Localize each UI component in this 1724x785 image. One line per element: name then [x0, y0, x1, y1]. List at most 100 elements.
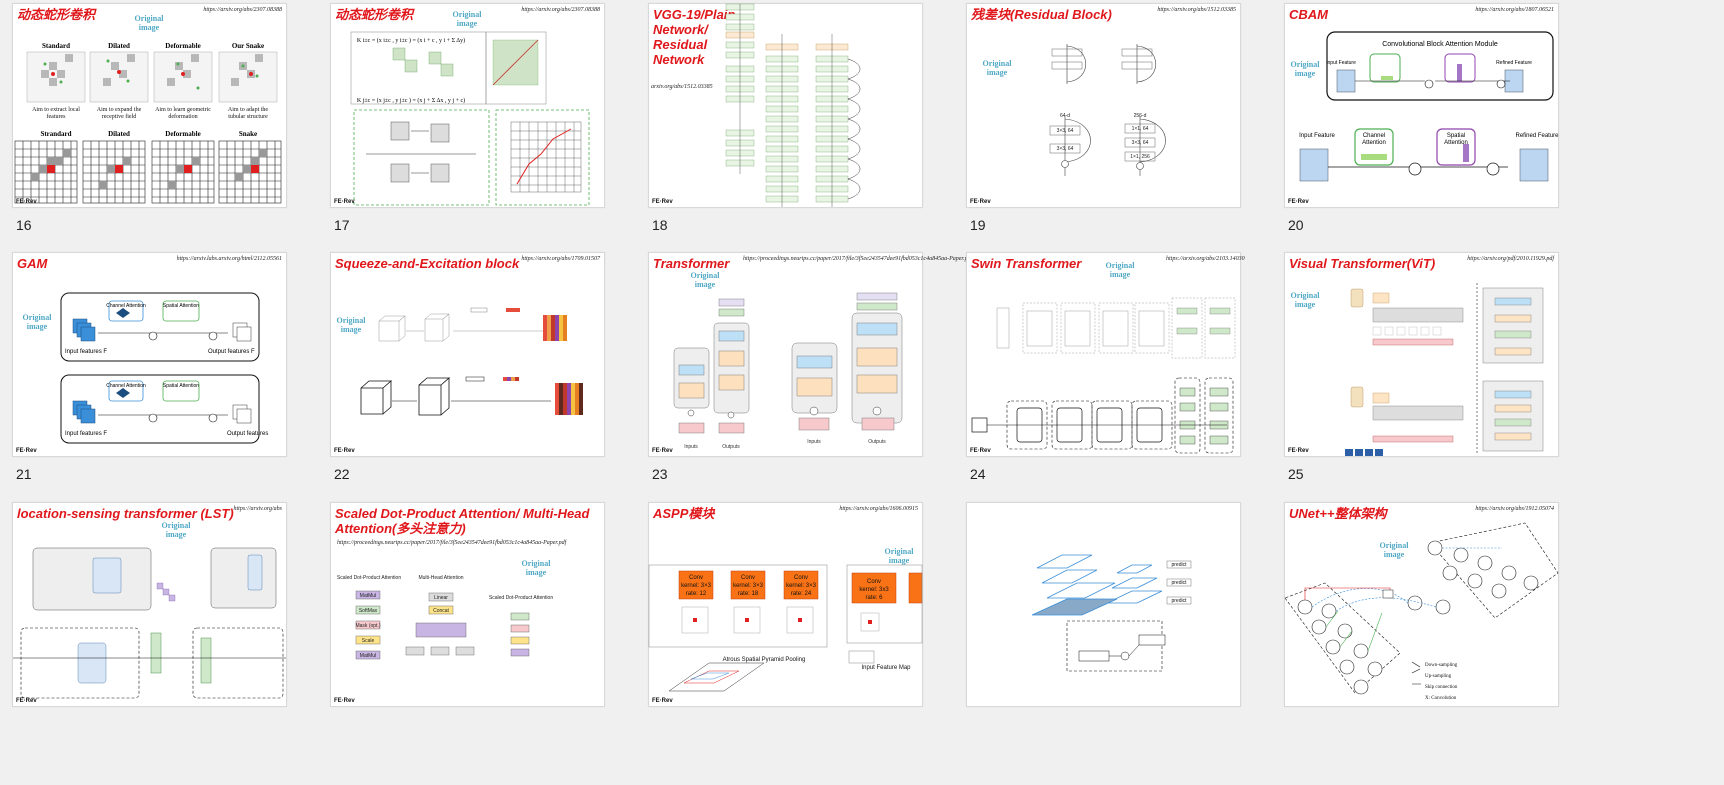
- slide-url: https://arxiv.org/abs/2103.14030: [1166, 256, 1245, 262]
- svg-text:K i±c = (x i±c , y i±c ) = (x: K i±c = (x i±c , y i±c ) = (x i + c , y …: [357, 37, 465, 44]
- slide-number: 19: [970, 217, 986, 233]
- slide-url: https://proceedings.neurips.cc/paper/201…: [743, 256, 973, 262]
- slide-number: 20: [1288, 217, 1304, 233]
- svg-text:Input Feature Map: Input Feature Map: [861, 665, 911, 671]
- svg-text:Input Feature: Input Feature: [1326, 60, 1356, 66]
- slide-url: https://proceedings.neurips.cc/paper/201…: [337, 540, 567, 546]
- svg-text:Down-sampling: Down-sampling: [1425, 663, 1458, 668]
- svg-text:tubular structure: tubular structure: [228, 114, 268, 120]
- slide-number: 16: [16, 217, 32, 233]
- svg-text:Scaled Dot-Product Attention: Scaled Dot-Product Attention: [489, 595, 553, 601]
- svg-text:Spatial: Spatial: [1447, 133, 1465, 139]
- slide-url: https://arxiv.org/abs/1912.05074: [1475, 506, 1554, 512]
- slide-25[interactable]: Visual Transformer(ViT) https://arxiv.or…: [1284, 252, 1559, 457]
- slide-url: https://arxiv.org/abs/1807.06521: [1475, 7, 1554, 13]
- slide-22[interactable]: Squeeze-and-Excitation block https://arx…: [330, 252, 605, 457]
- svg-text:Outputs: Outputs: [868, 439, 886, 445]
- logo: FE·Rev: [970, 199, 991, 205]
- logo: FE·Rev: [16, 448, 37, 454]
- slide-number: 25: [1288, 466, 1304, 482]
- logo: FE·Rev: [334, 698, 355, 704]
- logo: FE·Rev: [334, 448, 355, 454]
- svg-text:Refined Feature: Refined Feature: [1515, 133, 1559, 139]
- slide-url: https://arxiv.org/abs/2307.08388: [521, 7, 600, 13]
- logo: FE·Rev: [16, 698, 37, 704]
- svg-text:SoftMax: SoftMax: [359, 608, 378, 614]
- original-image-label: Original image: [884, 547, 914, 565]
- svg-text:rate: 24: rate: 24: [791, 591, 812, 597]
- original-image-label: Original image: [452, 10, 482, 28]
- slide-attention[interactable]: Scaled Dot-Product Attention/ Multi-Head…: [330, 502, 605, 707]
- svg-text:Snake: Snake: [239, 130, 257, 138]
- slide-unetpp[interactable]: UNet++整体架构 https://arxiv.org/abs/1912.05…: [1284, 502, 1559, 707]
- slide-title: Visual Transformer(ViT): [1289, 256, 1436, 271]
- slide-17[interactable]: 动态蛇形卷积 https://arxiv.org/abs/2307.08388 …: [330, 3, 605, 208]
- svg-text:Multi-Head Attention: Multi-Head Attention: [418, 575, 463, 581]
- slide-21[interactable]: GAM https://arxiv.labs.arxiv.org/html/21…: [12, 252, 287, 457]
- svg-text:Deformable: Deformable: [165, 42, 200, 50]
- svg-text:Outputs: Outputs: [722, 444, 740, 450]
- svg-text:Aim to learn geometric: Aim to learn geometric: [155, 107, 211, 113]
- svg-text:Standard: Standard: [42, 42, 70, 50]
- svg-text:predict: predict: [1171, 562, 1187, 568]
- slide-number: 23: [652, 466, 668, 482]
- svg-text:Refined Feature: Refined Feature: [1496, 60, 1532, 66]
- svg-text:Channel: Channel: [1363, 133, 1385, 139]
- slide-24[interactable]: Swin Transformer https://arxiv.org/abs/2…: [966, 252, 1245, 457]
- original-image-label: Original image: [1379, 541, 1409, 559]
- svg-text:Aim to expand the: Aim to expand the: [97, 107, 142, 113]
- slide-18[interactable]: VGG-19/Plain Network/ Residual Network a…: [648, 3, 923, 208]
- svg-text:Input Feature: Input Feature: [1299, 133, 1335, 139]
- slide-aspp[interactable]: ASPP模块 https://arxiv.org/abs/1606.00915 …: [648, 502, 923, 707]
- svg-text:Input features F: Input features F: [65, 431, 107, 437]
- original-image-label: Original image: [982, 59, 1012, 77]
- svg-text:rate: 18: rate: 18: [738, 591, 759, 597]
- slide-16[interactable]: 动态蛇形卷积 https://arxiv.org/abs/2307.08388 …: [12, 3, 287, 208]
- slide-url: https://arxiv.org/abs/2307.08388: [203, 7, 282, 13]
- svg-text:Spatial Attention: Spatial Attention: [163, 303, 199, 309]
- svg-text:Spatial Attention: Spatial Attention: [163, 383, 199, 389]
- svg-text:Our Snake: Our Snake: [232, 42, 264, 50]
- svg-text:deformation: deformation: [168, 113, 197, 120]
- slide-url: https://arxiv.org/abs: [233, 506, 283, 512]
- svg-text:Channel Attention: Channel Attention: [106, 383, 146, 389]
- logo: FE·Rev: [1288, 199, 1309, 205]
- svg-text:predict: predict: [1171, 598, 1187, 604]
- svg-text:MatMul: MatMul: [360, 653, 376, 659]
- logo: FE·Rev: [652, 199, 673, 205]
- svg-text:X: Convolution: X: Convolution: [1425, 696, 1457, 701]
- svg-text:features: features: [47, 113, 67, 120]
- slide-19[interactable]: 残差块(Residual Block) https://arxiv.org/ab…: [966, 3, 1241, 208]
- svg-text:kernel: 3×3: kernel: 3×3: [681, 583, 712, 589]
- svg-text:Attention: Attention: [1444, 140, 1468, 146]
- svg-text:Dilated: Dilated: [108, 130, 130, 138]
- svg-text:Dilated: Dilated: [108, 42, 130, 50]
- slide-23[interactable]: Transformer https://proceedings.neurips.…: [648, 252, 973, 457]
- snake-conv-detail-figure: K i±c = (x i±c , y i±c ) = (x i + c , y …: [350, 31, 590, 206]
- slide-title: Transformer: [653, 256, 730, 271]
- svg-text:Inputs: Inputs: [684, 444, 698, 450]
- svg-text:3×3, 64: 3×3, 64: [1057, 146, 1074, 152]
- slide-number: 17: [334, 217, 350, 233]
- svg-text:Output features: Output features: [227, 431, 268, 437]
- slide-number: 18: [652, 217, 668, 233]
- slide-title: Squeeze-and-Excitation block: [335, 256, 520, 271]
- svg-text:receptive field: receptive field: [102, 113, 136, 120]
- residual-block-figure: 3×3, 643×3, 641×1, 643×3, 641×1, 256 64-…: [1049, 44, 1166, 176]
- svg-text:Concat: Concat: [433, 608, 449, 614]
- cbam-figure: Convolutional Block Attention Module Inp…: [1299, 31, 1559, 182]
- slide-title: GAM: [17, 256, 48, 271]
- logo: FE·Rev: [334, 199, 355, 205]
- slide-20[interactable]: CBAM https://arxiv.org/abs/1807.06521 Or…: [1284, 3, 1559, 208]
- svg-text:Inputs: Inputs: [807, 439, 821, 445]
- svg-text:Conv: Conv: [689, 575, 703, 581]
- slide-lst[interactable]: location-sensing transformer (LST) https…: [12, 502, 287, 707]
- slide-number: 21: [16, 466, 32, 482]
- svg-text:3×3, 64: 3×3, 64: [1132, 140, 1149, 146]
- svg-text:Atrous Spatial Pyramid Pooling: Atrous Spatial Pyramid Pooling: [723, 657, 806, 663]
